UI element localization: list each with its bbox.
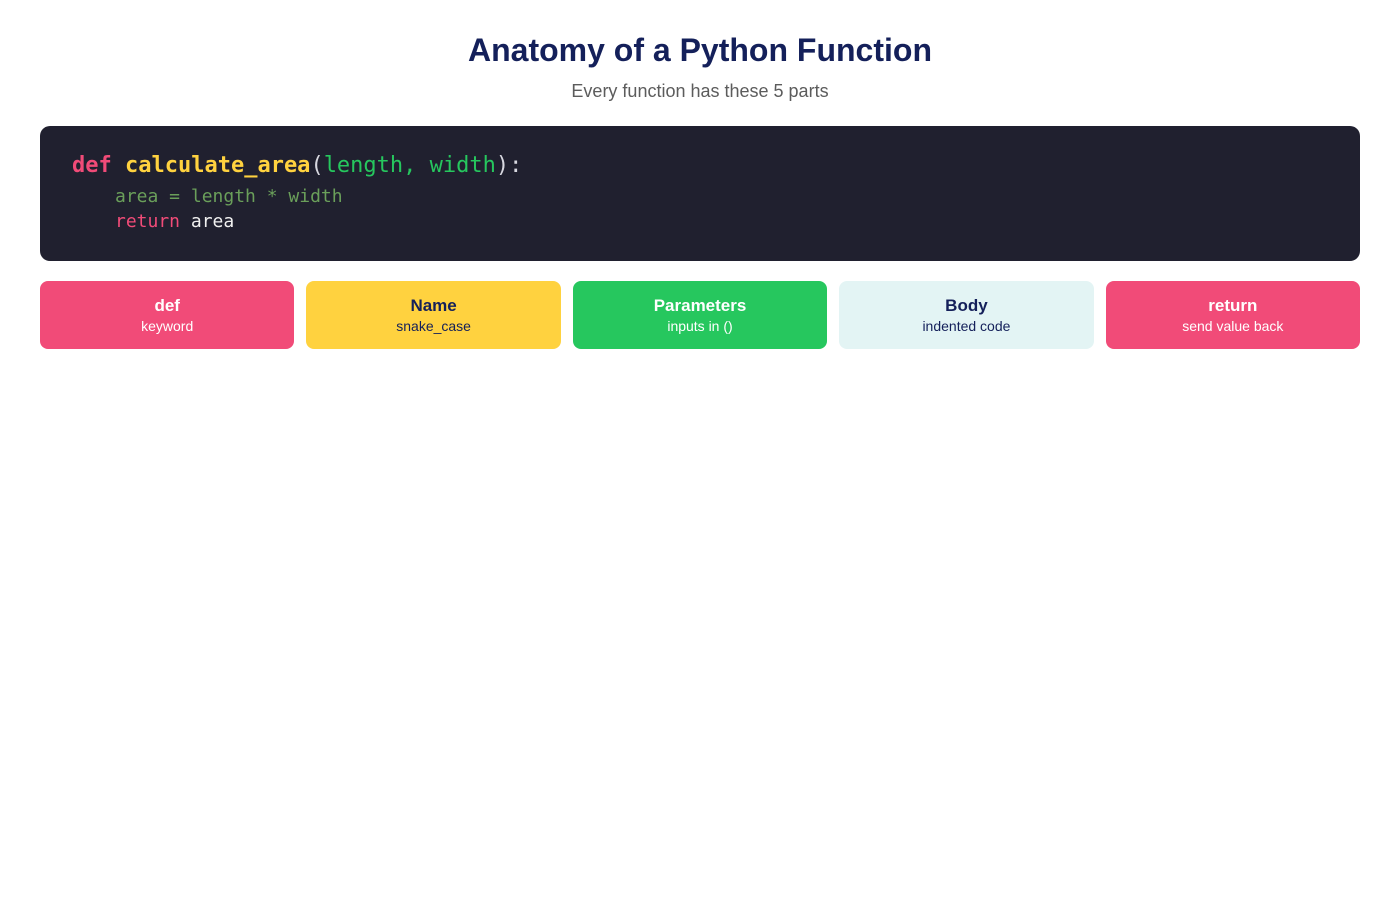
code-close-paren: ):: [495, 153, 523, 178]
card-parameters: Parameters inputs in (): [572, 281, 828, 349]
card-description: snake_case: [396, 318, 471, 334]
page-subtitle: Every function has these 5 parts: [571, 81, 829, 101]
parts-cards: def keyword Name snake_case Parameters i…: [40, 281, 1361, 349]
code-return-keyword: return: [115, 211, 181, 232]
code-block: def calculate_area(length, width): area …: [40, 126, 1360, 261]
code-line-return: return area: [115, 210, 234, 234]
card-description: send value back: [1182, 318, 1284, 334]
code-line-body: area = length * width: [115, 186, 343, 207]
page-title: Anatomy of a Python Function: [468, 32, 932, 68]
code-parameters: length, width: [323, 153, 496, 178]
card-return: return send value back: [1105, 281, 1361, 349]
code-line-signature: def calculate_area(length, width):: [72, 152, 522, 180]
code-def-keyword: def: [72, 153, 112, 178]
card-body: Body indented code: [839, 281, 1094, 349]
card-title: Name: [410, 296, 457, 315]
card-description: indented code: [922, 318, 1011, 334]
card-title: def: [154, 296, 180, 315]
code-open-paren: (: [310, 153, 324, 178]
card-title: Body: [945, 296, 988, 315]
card-name: Name snake_case: [306, 281, 561, 349]
card-title: return: [1208, 296, 1258, 315]
card-def: def keyword: [40, 281, 295, 349]
card-description: inputs in (): [667, 318, 733, 334]
code-return-value: area: [190, 211, 235, 232]
code-function-name: calculate_area: [125, 153, 311, 178]
card-title: Parameters: [653, 296, 747, 315]
card-description: keyword: [141, 318, 194, 334]
